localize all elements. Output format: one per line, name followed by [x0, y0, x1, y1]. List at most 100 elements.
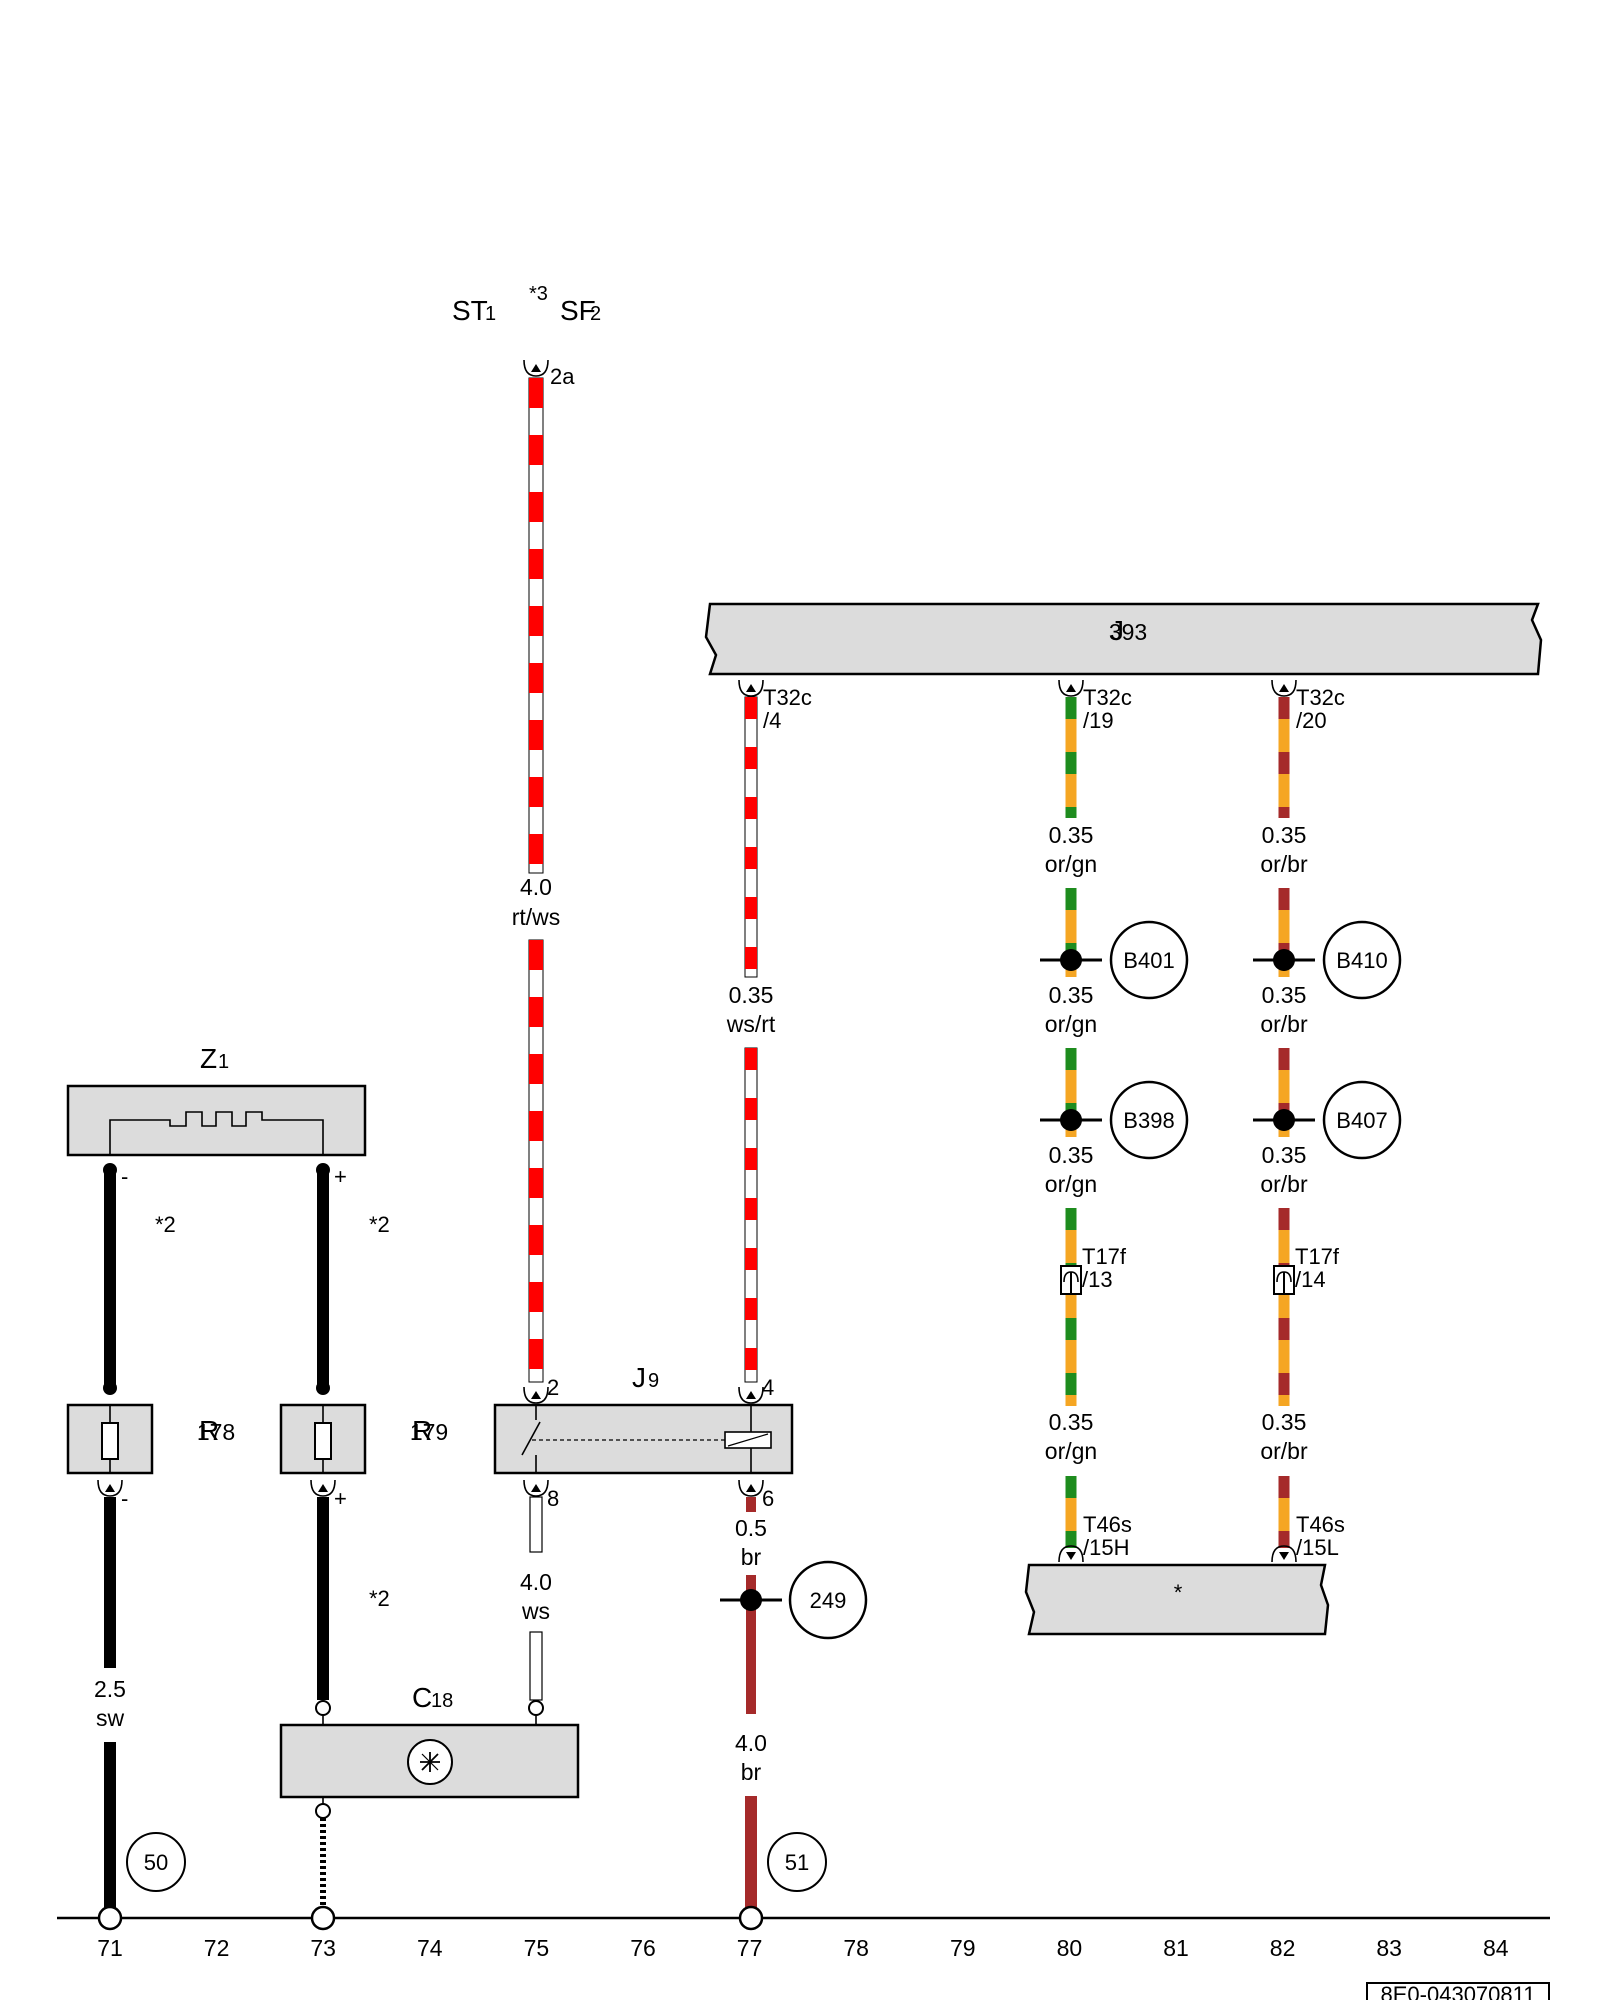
column-number: 80 [1057, 1935, 1083, 1961]
j9-bottom-pins [523, 1479, 764, 1497]
pin-t46s-15h-b: /15H [1083, 1535, 1129, 1560]
wire-82-1-color: or/br [1260, 851, 1308, 877]
wire-80-2-size: 0.35 [1049, 982, 1094, 1008]
b407-label: B407 [1336, 1108, 1387, 1133]
source-pin-symbol [523, 359, 549, 377]
wire-77-bottom-color: br [741, 1759, 762, 1785]
r179-name: R [412, 1415, 432, 1446]
connector-249-label: 249 [810, 1588, 847, 1613]
r179-sub: 179 [410, 1419, 448, 1445]
wire-82-1-size: 0.35 [1262, 822, 1307, 848]
column-number: 81 [1163, 1935, 1189, 1961]
wire-80-3-color: or/gn [1045, 1171, 1097, 1197]
j9-internals [521, 1405, 772, 1473]
wire-77-bottom-size: 4.0 [735, 1730, 767, 1756]
wire-80-4-color: or/gn [1045, 1438, 1097, 1464]
ground-node-71 [97, 1905, 123, 1931]
column-number: 71 [97, 1935, 123, 1961]
bottom-unit [1024, 1563, 1330, 1636]
z1-heating-element [109, 1111, 324, 1155]
wire-80-1-size: 0.35 [1049, 822, 1094, 848]
wire-77-mid-color: br [741, 1544, 762, 1570]
wire-71-color: sw [96, 1705, 125, 1731]
j9-sub: 9 [648, 1370, 659, 1392]
t46s-pins [1058, 1545, 1297, 1563]
b410-label: B410 [1336, 948, 1387, 973]
column-number: 84 [1483, 1935, 1509, 1961]
z1-name: Z [200, 1043, 217, 1074]
wire-80-4-size: 0.35 [1049, 1409, 1094, 1435]
ground-50-marker [126, 1832, 186, 1892]
connector-t17f-14 [1273, 1265, 1295, 1295]
wire-77-bottom [720, 1497, 868, 1915]
column-number: 78 [843, 1935, 869, 1961]
c18-sub: 18 [431, 1690, 453, 1712]
j393-name: J [1110, 615, 1124, 646]
r179-plus: + [334, 1486, 347, 1511]
wire-82-2-color: or/br [1260, 1011, 1308, 1037]
pin-t32c-4-b: /4 [763, 708, 781, 733]
wire-82-3-size: 0.35 [1262, 1142, 1307, 1168]
z1-sub: 1 [218, 1051, 229, 1073]
splice-b401 [1040, 920, 1189, 1000]
r-pins [97, 1479, 336, 1497]
note-star3: *3 [529, 283, 548, 305]
j9-name: J [632, 1362, 646, 1393]
wire-75-bottom [528, 1496, 544, 1725]
column-number: 75 [524, 1935, 550, 1961]
j393-sub: 393 [1109, 619, 1147, 645]
j9-pin-6: 6 [762, 1486, 774, 1511]
z1-minus: - [121, 1164, 128, 1189]
wire-71-size: 2.5 [94, 1676, 126, 1702]
pin-t46s-15h-a: T46s [1083, 1512, 1132, 1537]
wire-75-bottom-size: 4.0 [520, 1569, 552, 1595]
wire-75-bottom-color: ws [521, 1598, 550, 1624]
column-number: 79 [950, 1935, 976, 1961]
pin-t32c-4-a: T32c [763, 685, 812, 710]
j9-pin-2: 2 [547, 1375, 559, 1400]
column-number: 76 [630, 1935, 656, 1961]
b398-label: B398 [1123, 1108, 1174, 1133]
wire-77-top-size: 0.35 [729, 982, 774, 1008]
c18-name: C [412, 1682, 432, 1713]
pin-t32c-19-a: T32c [1083, 685, 1132, 710]
j9-top-pins [523, 1386, 764, 1404]
ground-51-marker [767, 1832, 827, 1892]
pin-t46s-15l-b: /15L [1296, 1535, 1339, 1560]
bottom-unit-label: * [1174, 1580, 1183, 1605]
st-sub: 1 [485, 303, 496, 325]
pin-t17f-14-b: /14 [1295, 1267, 1326, 1292]
wire-77-top [744, 696, 758, 1383]
st-label: ST [452, 295, 488, 326]
note-star2-c: *2 [369, 1586, 390, 1611]
j9-pin-4: 4 [762, 1375, 774, 1400]
b401-label: B401 [1123, 948, 1174, 973]
wire-82-4-size: 0.35 [1262, 1409, 1307, 1435]
j393-unit [704, 602, 1543, 676]
pin-t17f-13-b: /13 [1082, 1267, 1113, 1292]
r178-name: R [199, 1415, 219, 1446]
doc-code-box [1366, 1982, 1550, 2000]
j393-pins [738, 679, 1297, 697]
sf-label: SF [560, 295, 596, 326]
wire-75-top [528, 377, 544, 1383]
note-star2-b: *2 [369, 1212, 390, 1237]
wire-80-2-color: or/gn [1045, 1011, 1097, 1037]
splice-b398 [1040, 1080, 1189, 1160]
z1-plus: + [334, 1164, 347, 1189]
wires-z1-black [103, 1163, 330, 1395]
r178-minus: - [121, 1486, 128, 1511]
wire-80-1-color: or/gn [1045, 851, 1097, 877]
r178-sub: 178 [197, 1419, 235, 1445]
column-number: 74 [417, 1935, 443, 1961]
wire-77-mid-size: 0.5 [735, 1515, 767, 1541]
source-pin-label: 2a [550, 364, 575, 389]
ground-node-77 [738, 1905, 764, 1931]
pin-t32c-20-a: T32c [1296, 685, 1345, 710]
wire-75-color: rt/ws [512, 904, 561, 930]
column-number: 77 [737, 1935, 763, 1961]
pin-t46s-15l-a: T46s [1296, 1512, 1345, 1537]
wire-80-3-size: 0.35 [1049, 1142, 1094, 1168]
